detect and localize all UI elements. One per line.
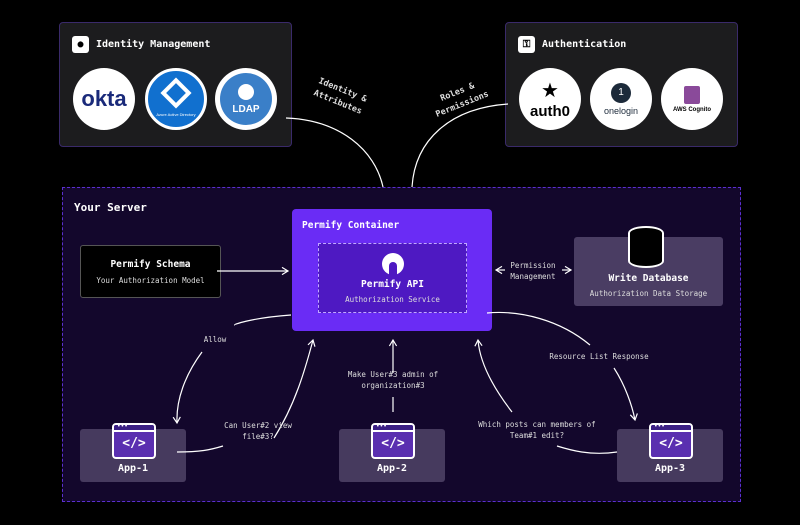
which-posts-line xyxy=(556,445,618,454)
can-view-arrow xyxy=(176,445,224,453)
permify-logo-icon xyxy=(381,253,404,275)
code-window-icon: •••</> xyxy=(649,423,693,459)
app-name: App-3 xyxy=(654,463,686,474)
database-title: Write Database xyxy=(608,273,689,284)
resource-arrow xyxy=(613,367,638,422)
api-title: Permify API xyxy=(361,279,424,290)
key-icon: ⚿ xyxy=(518,36,535,53)
auth0-logo: ★auth0 xyxy=(519,68,581,130)
schema-subtitle: Your Authorization Model xyxy=(96,276,205,285)
make-admin-label: Make User#3 admin of organization#3 xyxy=(347,370,439,391)
aws-cognito-logo: AWS Cognito xyxy=(661,68,723,130)
which-posts-arrow xyxy=(474,338,513,413)
user-circle-icon: ● xyxy=(72,36,89,53)
code-window-icon: •••</> xyxy=(371,423,415,459)
schema-title: Permify Schema xyxy=(110,259,191,270)
identity-connector xyxy=(285,117,384,188)
database-icon xyxy=(628,226,664,268)
can-view-label: Can User#2 view file#3? xyxy=(224,421,292,442)
database-subtitle: Authorization Data Storage xyxy=(589,289,708,298)
ldap-logo: LDAP xyxy=(215,68,277,130)
allow-arrow-2 xyxy=(172,351,203,425)
resource-list-label: Resource List Response xyxy=(549,352,649,361)
okta-logo: okta xyxy=(73,68,135,130)
permission-management-label: Permission Management xyxy=(510,261,556,282)
roles-connector xyxy=(411,103,509,188)
panel-title: Authentication xyxy=(542,39,627,50)
app-name: App-2 xyxy=(376,463,408,474)
resource-line xyxy=(486,311,591,346)
which-posts-label: Which posts can members of Team#1 edit? xyxy=(478,420,596,441)
azure-ad-logo: Azure Active Directory xyxy=(145,68,207,130)
allow-label: Allow xyxy=(203,335,227,344)
app-name: App-1 xyxy=(117,463,149,474)
code-window-icon: •••</> xyxy=(112,423,156,459)
permify-api-box: Permify API Authorization Service xyxy=(318,243,467,313)
can-view-arrow-2 xyxy=(273,338,316,439)
server-title: Your Server xyxy=(74,201,147,214)
panel-title: Identity Management xyxy=(96,39,211,50)
allow-arrow xyxy=(234,314,292,326)
permify-schema-box: Permify Schema Your Authorization Model xyxy=(80,245,221,298)
permify-container: Permify Container Permify API Authorizat… xyxy=(292,209,492,331)
container-title: Permify Container xyxy=(302,220,400,231)
api-subtitle: Authorization Service xyxy=(345,295,440,304)
